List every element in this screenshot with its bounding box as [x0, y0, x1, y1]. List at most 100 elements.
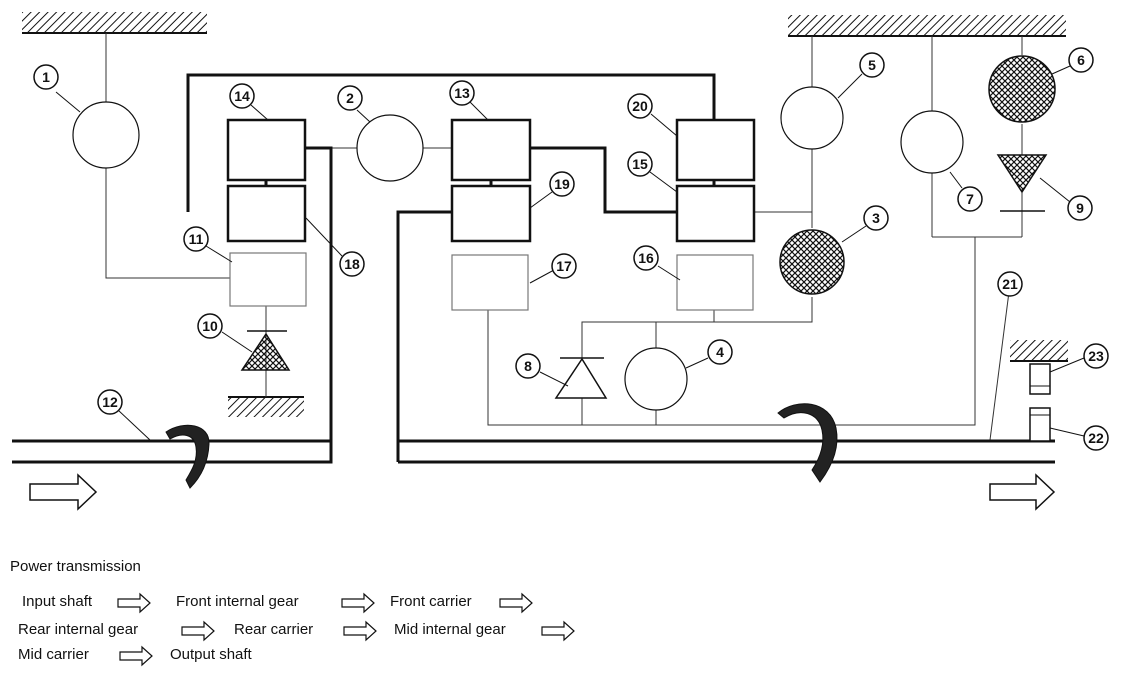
sensor-elements	[1029, 363, 1051, 442]
legend-arrow-icon	[181, 620, 215, 642]
callout-2: 2	[337, 85, 371, 123]
clutch-block-16	[676, 254, 754, 311]
legend-front-carrier: Front carrier	[390, 593, 472, 610]
legend-arrow-icon	[341, 592, 375, 614]
one-way-clutch-8	[554, 357, 608, 399]
clutch-block-17	[451, 254, 529, 311]
one-way-clutch-10	[240, 332, 291, 371]
callout-4: 4	[685, 339, 733, 369]
callout-22: 22	[1049, 425, 1109, 451]
clutch-block-11	[229, 252, 307, 307]
element-22	[1029, 407, 1051, 442]
svg-text:12: 12	[102, 394, 118, 410]
legend-front-internal-gear: Front internal gear	[176, 593, 299, 610]
svg-text:11: 11	[189, 231, 204, 247]
svg-text:23: 23	[1088, 348, 1104, 364]
one-way-clutch-9	[996, 154, 1048, 194]
thick-shafts	[12, 73, 1055, 464]
svg-text:5: 5	[868, 57, 876, 73]
callout-16: 16	[633, 245, 681, 281]
svg-text:6: 6	[1077, 52, 1085, 68]
svg-text:13: 13	[454, 85, 470, 101]
mid-planetary-block-13	[450, 118, 532, 182]
front-planetary-block-14	[226, 118, 307, 182]
ground-bottom-left	[228, 397, 304, 417]
callout-10: 10	[197, 313, 253, 353]
svg-text:21: 21	[1002, 276, 1018, 292]
legend-mid-carrier: Mid carrier	[18, 646, 89, 663]
ground-right-small	[1010, 340, 1068, 360]
element-23	[1029, 363, 1051, 395]
clutch-circle-7	[900, 110, 964, 174]
svg-text:16: 16	[638, 250, 654, 266]
rotation-arrow-input-icon	[165, 424, 210, 489]
legend-arrow-icon	[343, 620, 377, 642]
rotation-arrow-output-icon	[777, 403, 838, 483]
rotation-arrows	[165, 403, 838, 489]
callout-17: 17	[529, 253, 577, 284]
callout-20: 20	[627, 93, 678, 137]
svg-text:14: 14	[234, 88, 250, 104]
ground-top-right	[788, 15, 1066, 35]
front-sun-block-18	[226, 184, 307, 243]
callout-1: 1	[33, 64, 81, 113]
ground-top-left	[22, 12, 207, 32]
callout-3: 3	[841, 205, 889, 243]
callout-13: 13	[449, 80, 489, 121]
callout-18: 18	[305, 217, 365, 277]
legend-output-shaft: Output shaft	[170, 646, 253, 663]
callout-11: 11	[183, 226, 233, 263]
callout-6: 6	[1051, 47, 1094, 75]
one-way-clutches	[240, 154, 1048, 399]
callout-8: 8	[515, 353, 569, 387]
gear-blocks	[226, 118, 756, 311]
callout-7: 7	[949, 171, 983, 212]
callout-21: 21	[997, 271, 1023, 297]
callout-19: 19	[529, 171, 575, 209]
flow-arrows	[29, 473, 1056, 511]
clutch-circle-4	[624, 347, 688, 411]
svg-text:17: 17	[556, 258, 572, 274]
ground-hatches	[22, 12, 1068, 417]
legend-arrow-icon	[117, 592, 151, 614]
legend-rear-internal-gear: Rear internal gear	[18, 621, 138, 638]
legend-arrow-icon	[541, 620, 575, 642]
svg-text:20: 20	[632, 98, 648, 114]
clutch-circle-1	[72, 101, 140, 169]
callout-12: 12	[97, 389, 151, 441]
svg-text:7: 7	[966, 191, 974, 207]
power-transmission-legend: Power transmission Input shaft Front int…	[10, 558, 575, 667]
rear-sun-block-15	[675, 184, 756, 243]
clutch-circle-5	[780, 86, 844, 150]
circle-elements	[72, 55, 1056, 411]
callout-15: 15	[627, 151, 678, 193]
callouts: 1 2 3 4 5 6 7 8 9 10 11 12 13 14 15 16 1…	[33, 47, 1109, 451]
svg-text:2: 2	[346, 90, 354, 106]
legend-mid-internal-gear: Mid internal gear	[394, 621, 506, 638]
callout-9: 9	[1039, 177, 1093, 221]
legend-arrow-icon	[499, 592, 533, 614]
brake-circle-3	[779, 229, 845, 295]
input-flow-arrow-icon	[29, 473, 98, 511]
legend-title: Power transmission	[10, 558, 141, 575]
svg-text:15: 15	[632, 156, 648, 172]
svg-text:19: 19	[554, 176, 570, 192]
legend-arrow-icon	[119, 645, 153, 667]
rear-planetary-block-20	[675, 118, 756, 182]
svg-text:8: 8	[524, 358, 532, 374]
svg-text:9: 9	[1076, 200, 1084, 216]
legend-rear-carrier: Rear carrier	[234, 621, 313, 638]
svg-text:3: 3	[872, 210, 880, 226]
callout-14: 14	[229, 83, 269, 121]
clutch-circle-2	[356, 114, 424, 182]
legend-input-shaft: Input shaft	[22, 593, 93, 610]
svg-text:10: 10	[202, 318, 218, 334]
output-flow-arrow-icon	[989, 473, 1056, 511]
svg-text:1: 1	[42, 69, 50, 85]
svg-text:22: 22	[1088, 430, 1104, 446]
mid-sun-block-19	[450, 184, 532, 243]
brake-circle-6	[988, 55, 1056, 123]
callout-23: 23	[1049, 343, 1109, 373]
svg-text:4: 4	[716, 344, 724, 360]
